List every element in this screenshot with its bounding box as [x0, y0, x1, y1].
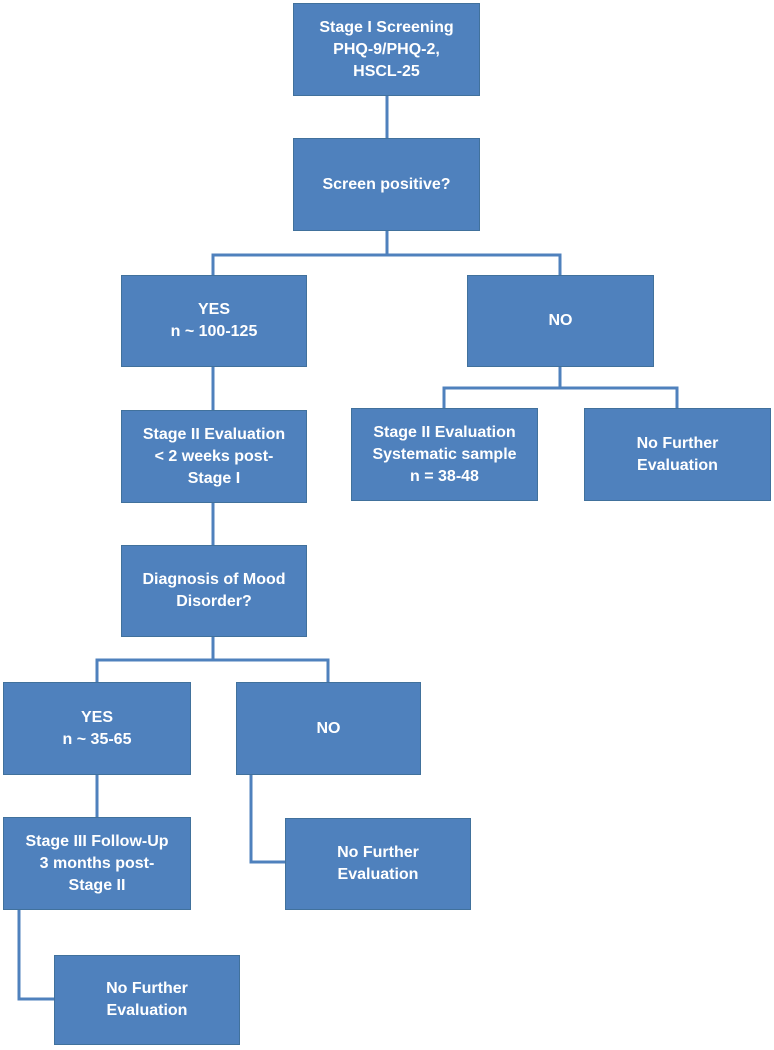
stage1-screening-label: Stage I Screening PHQ-9/PHQ-2, HSCL-25 [319, 18, 454, 80]
connector-stage3-to-no-further [17, 910, 54, 1001]
diagnosis-yes-box: YES n ~ 35-65 [3, 682, 191, 775]
diagnosis-label: Diagnosis of Mood Disorder? [142, 571, 286, 610]
stage2-evaluation-box: Stage II Evaluation < 2 weeks post- Stag… [121, 410, 307, 503]
connector-no-to-no-further [249, 775, 285, 864]
screen-positive-label: Screen positive? [322, 175, 451, 193]
screen-yes-box: YES n ~ 100-125 [121, 275, 307, 367]
stage1-screening-box: Stage I Screening PHQ-9/PHQ-2, HSCL-25 [293, 3, 480, 96]
diagnosis-no-label: NO [316, 719, 341, 737]
screen-no-label: NO [548, 312, 573, 329]
stage2-evaluation-label: Stage II Evaluation < 2 weeks post- Stag… [142, 425, 286, 487]
screen-yes-label: YES n ~ 100-125 [170, 301, 258, 340]
no-further-evaluation-box-1: No Further Evaluation [584, 408, 771, 501]
stage3-followup-box: Stage III Follow-Up 3 months post- Stage… [3, 817, 191, 910]
stage2-systematic-box: Stage II Evaluation Systematic sample n … [351, 408, 538, 501]
screen-positive-box: Screen positive? [293, 138, 480, 231]
connector-screen-to-branches [211, 231, 389, 275]
connector-diagnosis-to-no [213, 658, 330, 682]
no-further-evaluation-label-3: No Further Evaluation [106, 980, 188, 1019]
screen-no-box: NO [467, 275, 654, 367]
no-further-evaluation-label-1: No Further Evaluation [636, 434, 719, 474]
connector-diagnosis-to-yes [95, 637, 215, 682]
no-further-evaluation-label-2: No Further Evaluation [337, 844, 419, 883]
stage3-followup-label: Stage III Follow-Up 3 months post- Stage… [25, 832, 169, 894]
diagnosis-box: Diagnosis of Mood Disorder? [121, 545, 307, 637]
connector-no-to-systematic [442, 367, 562, 408]
no-further-evaluation-box-2: No Further Evaluation [285, 818, 471, 910]
no-further-evaluation-box-3: No Further Evaluation [54, 955, 240, 1045]
diagnosis-no-box: NO [236, 682, 421, 775]
stage2-systematic-label: Stage II Evaluation Systematic sample n … [372, 423, 517, 485]
connector-no-to-no-further [560, 386, 679, 408]
diagnosis-yes-label: YES n ~ 35-65 [62, 708, 132, 748]
connector-screen-to-no [387, 253, 562, 275]
